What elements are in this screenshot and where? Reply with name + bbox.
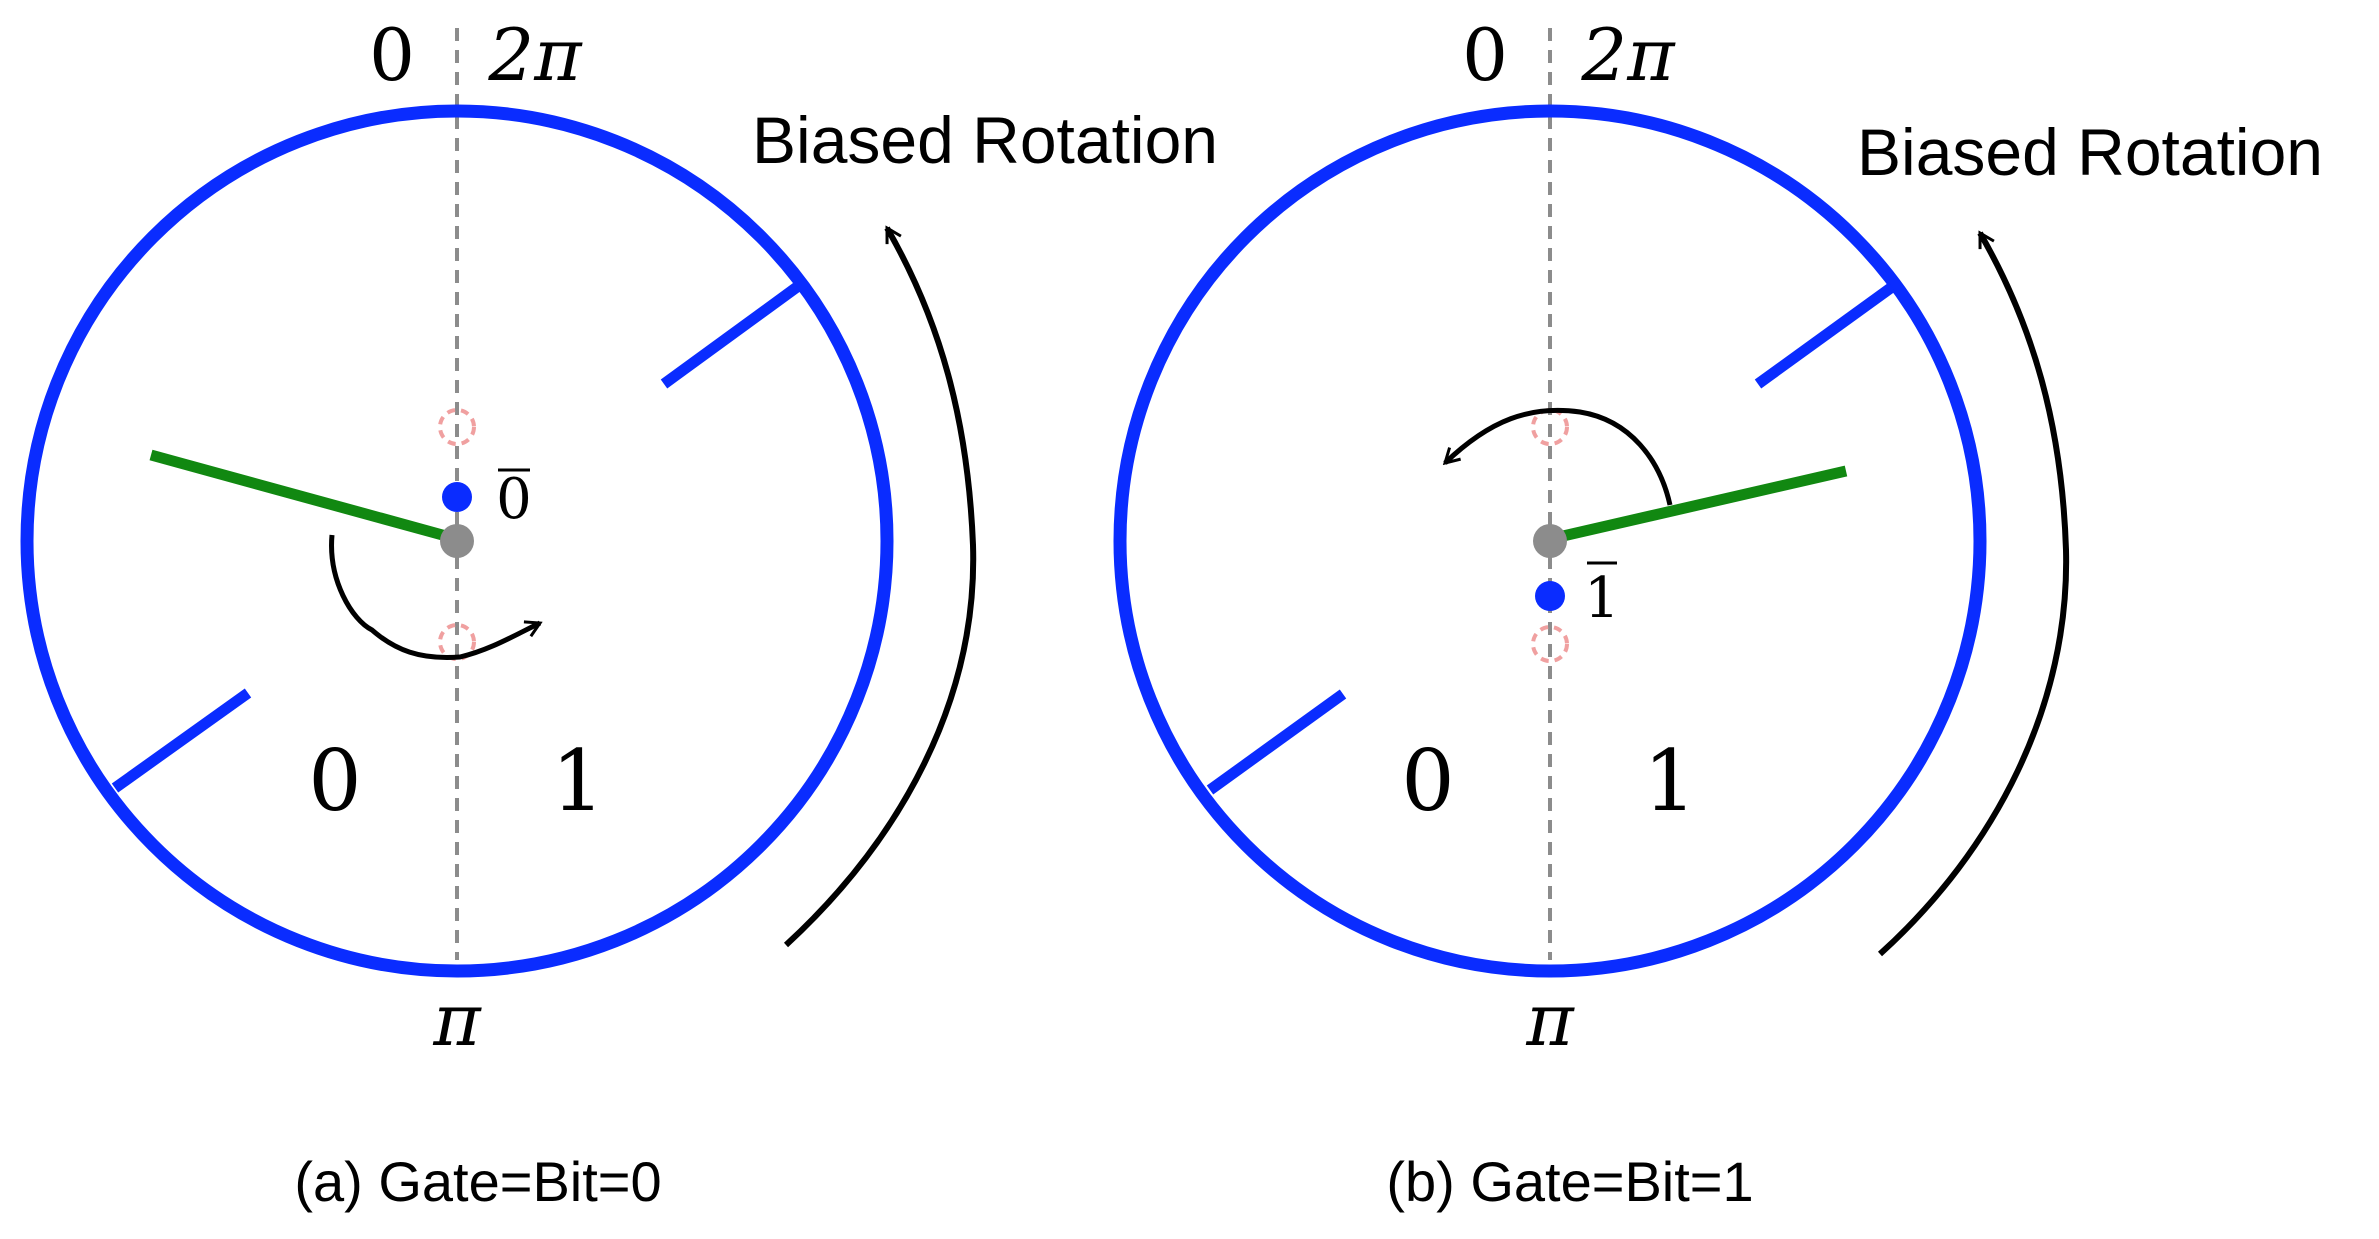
panel-a-caption: (a) Gate=Bit=0 — [294, 1150, 661, 1213]
panel-b-inner-rotation-arrow — [1445, 407, 1673, 506]
panel-a-inner-rotation-arrow — [329, 534, 540, 661]
panel-b-label-two-pi: 2π — [1580, 13, 1676, 97]
panel-b-region-zero-label: 0 — [1401, 732, 1454, 830]
panel-b-biased-rotation-arrow — [1877, 233, 2070, 957]
panel-b-target-dot — [1535, 581, 1565, 611]
panel-b-ghost-marker-upper — [1531, 408, 1569, 446]
panel-a-target-label: 0 — [496, 467, 532, 532]
panel-a-biased-rotation-arrow — [783, 228, 977, 948]
panel-b-tick-lower-left — [1206, 689, 1347, 795]
panel-b-needle — [1548, 465, 1848, 545]
panel-b-region-one-label: 1 — [1643, 732, 1696, 830]
panel-b-rotation-label: Biased Rotation — [1857, 115, 2323, 189]
panel-b-ghost-marker-lower — [1531, 625, 1569, 663]
panel-b-tick-upper-right — [1754, 282, 1896, 389]
panel-a-region-zero-label: 0 — [308, 732, 361, 830]
panel-a-region-one-label: 1 — [551, 732, 604, 830]
panel-a-target-dot — [442, 482, 472, 512]
panel-a-label-pi: π — [432, 978, 482, 1062]
panel-b-label-zero-top: 0 — [1462, 13, 1508, 97]
panel-b-ring — [1113, 104, 1987, 978]
panel-a-center-pivot — [440, 524, 474, 558]
panel-b: 0 2π π Biased Rotation 0 1 1 (b) Gate=Bi… — [1113, 13, 2323, 1213]
panel-a-ghost-marker-upper — [438, 408, 476, 446]
panel-a-ghost-marker-lower — [438, 623, 476, 661]
panel-a-label-zero-top: 0 — [369, 13, 415, 97]
panel-a-ring — [20, 104, 894, 978]
panel-a-needle — [149, 449, 459, 545]
panel-a-tick-upper-right — [660, 282, 801, 389]
panel-a: 0 2π π Biased Rotation 0 1 0 (a) Gate=Bi… — [20, 13, 1218, 1213]
panel-b-caption: (b) Gate=Bit=1 — [1386, 1150, 1753, 1213]
panel-b-label-pi: π — [1525, 978, 1575, 1062]
panel-b-target-label: 1 — [1584, 566, 1620, 631]
panel-a-label-two-pi: 2π — [487, 13, 583, 97]
panel-a-rotation-label: Biased Rotation — [752, 103, 1218, 177]
panel-a-tick-lower-left — [111, 688, 252, 793]
panel-b-center-pivot — [1533, 524, 1567, 558]
